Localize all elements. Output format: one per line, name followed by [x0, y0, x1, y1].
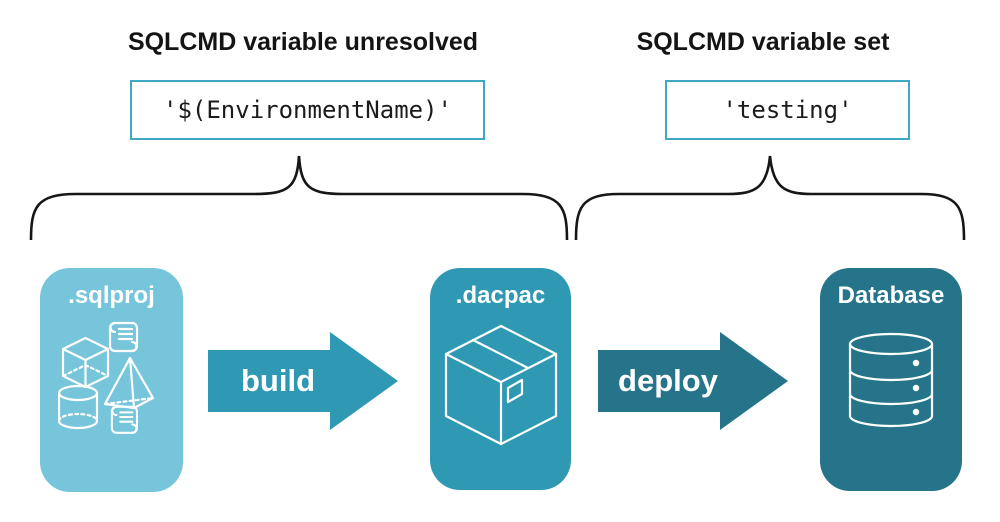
deploy-arrow-label: deploy: [618, 363, 718, 398]
build-arrow: [208, 332, 398, 430]
cylinder-icon: [58, 384, 99, 430]
package-icon: [444, 324, 558, 446]
node-database-label: Database: [837, 282, 945, 309]
database-icon: [848, 332, 934, 428]
script-icon: [108, 321, 139, 353]
cube-icon: [61, 336, 110, 389]
heading-sqlcmd-variable-set: SQLCMD variable set: [636, 28, 890, 56]
node-dacpac-label: .dacpac: [455, 282, 546, 309]
node-database: Database: [820, 268, 962, 491]
heading-sqlcmd-variable-unresolved: SQLCMD variable unresolved: [127, 28, 479, 56]
set-variable-value: 'testing': [722, 96, 853, 124]
code-box-unresolved-variable: '$(EnvironmentName)': [130, 80, 485, 140]
build-arrow-label: build: [240, 363, 316, 398]
unresolved-variable-value: '$(EnvironmentName)': [163, 96, 452, 124]
node-sqlproj: .sqlproj: [40, 268, 183, 492]
node-sqlproj-label: .sqlproj: [68, 282, 155, 309]
script-icon: [110, 405, 138, 434]
pyramid-icon: [103, 356, 155, 410]
sql-object-icons: [58, 321, 155, 434]
node-dacpac: .dacpac: [430, 268, 571, 490]
code-box-set-variable: 'testing': [665, 80, 910, 140]
deploy-arrow: [598, 332, 788, 430]
brace-left: [29, 155, 569, 241]
brace-right: [574, 155, 966, 241]
